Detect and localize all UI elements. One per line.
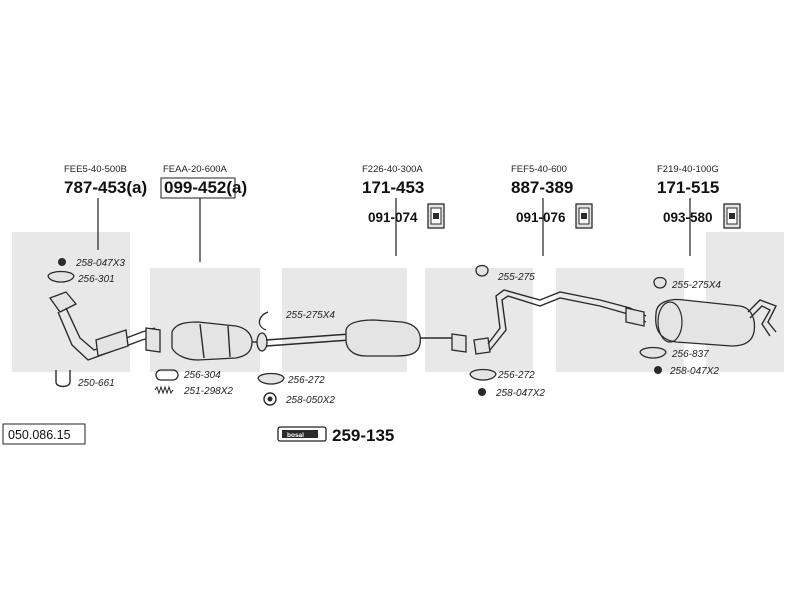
assembly-label-1: FEE5-40-500B 787-453(a): [64, 164, 147, 250]
intermediate-pipe: [256, 332, 351, 352]
rear-silencer: [655, 298, 777, 347]
hardware-label: 251-298X2: [183, 386, 233, 397]
ring-icon: [155, 369, 179, 381]
catalog-number-text: 050.086.15: [8, 428, 71, 442]
part-number-box: [160, 177, 236, 199]
oe-code: FEF5-40-600: [511, 164, 567, 175]
fitting-kit: bosal 259-135: [277, 426, 394, 445]
hardware-label: 256-272: [287, 375, 325, 386]
bosal-tube-icon: bosal: [277, 426, 327, 442]
bracket-icon: [653, 276, 667, 289]
nut-icon: [58, 258, 66, 266]
hardware-label: 250-661: [77, 378, 115, 389]
hardware-label: 255-275: [497, 272, 535, 283]
assembly-label-2: FEAA-20-600A 099-452(a): [160, 164, 247, 262]
hardware-label: 258-047X3: [75, 258, 125, 269]
oe-code: FEAA-20-600A: [163, 164, 228, 175]
front-silencer: [345, 319, 467, 357]
mount-label-2: 091-076: [516, 203, 593, 229]
part-number: 091-074: [368, 210, 418, 225]
oe-code: F219-40-100G: [657, 164, 719, 175]
part-number: 093-580: [663, 210, 713, 225]
bracket-icon: [258, 311, 269, 331]
spring-icon: [154, 385, 174, 395]
part-number: 787-453(a): [64, 178, 147, 197]
mount-label-1: 091-074: [368, 203, 445, 229]
catalog-number: 050.086.15: [2, 423, 86, 445]
hardware-label: 256-301: [77, 274, 115, 285]
part-number: 091-076: [516, 210, 566, 225]
oe-code: FEE5-40-500B: [64, 164, 127, 175]
nut-icon: [654, 366, 662, 374]
hardware-label: 258-047X2: [495, 388, 545, 399]
part-number: 171-515: [657, 178, 719, 197]
gasket-icon: [469, 368, 497, 381]
rubber-mount-icon: [427, 203, 445, 229]
part-number: 887-389: [511, 178, 573, 197]
part-number: 099-452(a): [164, 178, 247, 197]
assembly-label-3: F226-40-300A 171-453: [362, 164, 424, 256]
nut-icon: [478, 388, 486, 396]
gasket-icon: [257, 372, 285, 385]
hardware-label: 258-050X2: [285, 395, 335, 406]
hardware-label: 256-304: [183, 370, 221, 381]
assembly-label-4: FEF5-40-600 887-389: [511, 164, 573, 256]
mount-label-3: 093-580: [663, 203, 741, 229]
hardware-label: 255-275X4: [671, 280, 721, 291]
catalytic-converter: [171, 321, 262, 361]
rubber-mount-icon: [723, 203, 741, 229]
hardware-label: 256-837: [671, 349, 709, 360]
front-pipe: [48, 291, 161, 361]
hardware-label: 255-275X4: [285, 310, 335, 321]
hardware-label: 256-272: [497, 370, 535, 381]
kit-part-number: 259-135: [332, 426, 394, 445]
gasket-icon: [47, 270, 75, 283]
hardware-label: 258-047X2: [669, 366, 719, 377]
hardware-labels: 258-047X3 256-301 250-661 256-304 251-29…: [75, 258, 721, 406]
hardware-icons: [47, 258, 667, 406]
centre-pipe: [473, 289, 647, 355]
rubber-mount-icon: [575, 203, 593, 229]
assembly-label-5: F219-40-100G 171-515: [657, 164, 719, 256]
part-number: 171-453: [362, 178, 424, 197]
oe-code: F226-40-300A: [362, 164, 423, 175]
gasket-icon: [639, 346, 667, 359]
clamp-icon: [55, 370, 71, 388]
bracket-icon: [475, 264, 489, 277]
brand-word: bosal: [287, 432, 304, 439]
